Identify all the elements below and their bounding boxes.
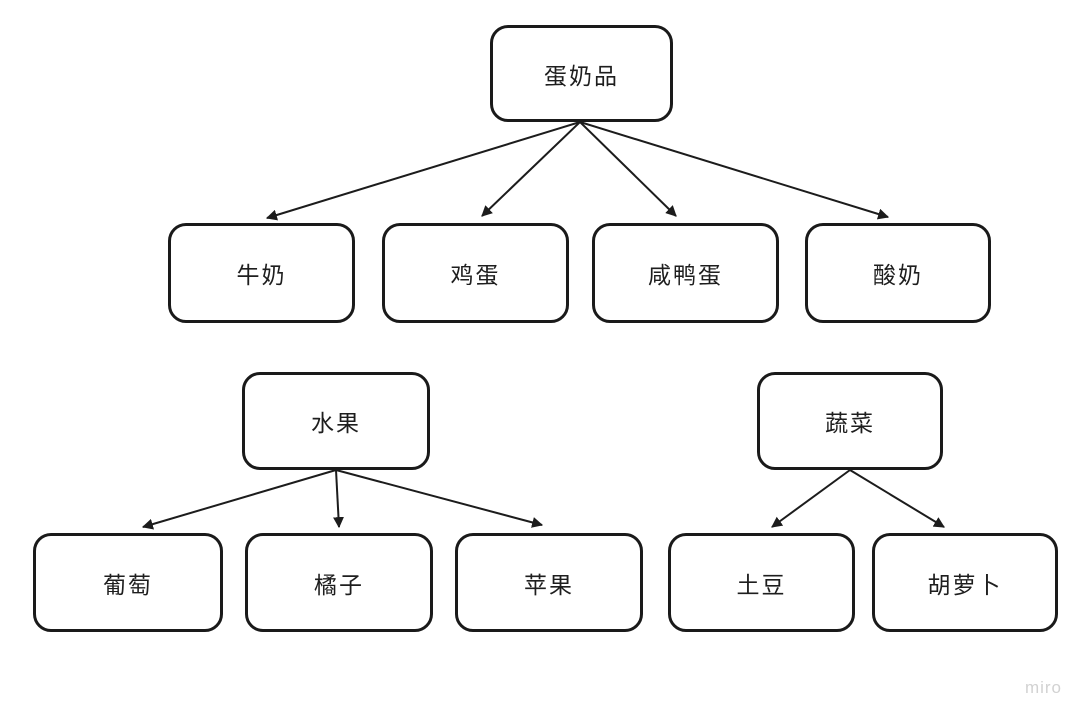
node-apple[interactable]: 苹果 — [455, 533, 643, 632]
edge-fruit-orange — [332, 469, 344, 529]
node-salted-duck-egg[interactable]: 咸鸭蛋 — [592, 223, 779, 323]
node-label: 酸奶 — [873, 262, 923, 288]
node-yogurt[interactable]: 酸奶 — [805, 223, 991, 323]
node-label: 咸鸭蛋 — [648, 262, 723, 288]
node-carrot[interactable]: 胡萝卜 — [872, 533, 1058, 632]
node-label: 蛋奶品 — [544, 62, 619, 89]
node-potato[interactable]: 土豆 — [668, 533, 855, 632]
node-orange[interactable]: 橘子 — [245, 533, 433, 632]
node-label: 土豆 — [736, 571, 787, 598]
node-vegetable[interactable]: 蔬菜 — [757, 372, 943, 470]
node-milk[interactable]: 牛奶 — [168, 223, 355, 323]
node-label: 蔬菜 — [825, 410, 875, 436]
node-label: 水果 — [311, 410, 361, 436]
node-grape[interactable]: 葡萄 — [33, 533, 223, 632]
node-label: 牛奶 — [236, 262, 287, 288]
miro-watermark: miro — [1024, 678, 1062, 697]
edge-fruit-apple — [335, 469, 544, 528]
node-label: 鸡蛋 — [450, 262, 501, 288]
edge-vegetable-potato — [771, 469, 851, 528]
edge-dairy-egg — [481, 121, 581, 217]
edge-dairy-yogurt — [579, 121, 890, 220]
node-label: 葡萄 — [103, 571, 153, 598]
edge-dairy-milk — [265, 121, 581, 221]
node-label: 橘子 — [314, 571, 364, 598]
edge-dairy-salted-duck-egg — [579, 121, 677, 217]
node-dairy[interactable]: 蛋奶品 — [490, 25, 673, 122]
node-egg[interactable]: 鸡蛋 — [382, 223, 569, 323]
edge-fruit-grape — [141, 469, 337, 530]
node-label: 胡萝卜 — [927, 571, 1003, 598]
node-label: 苹果 — [524, 571, 574, 598]
node-fruit[interactable]: 水果 — [242, 372, 430, 470]
edge-vegetable-carrot — [849, 469, 945, 528]
